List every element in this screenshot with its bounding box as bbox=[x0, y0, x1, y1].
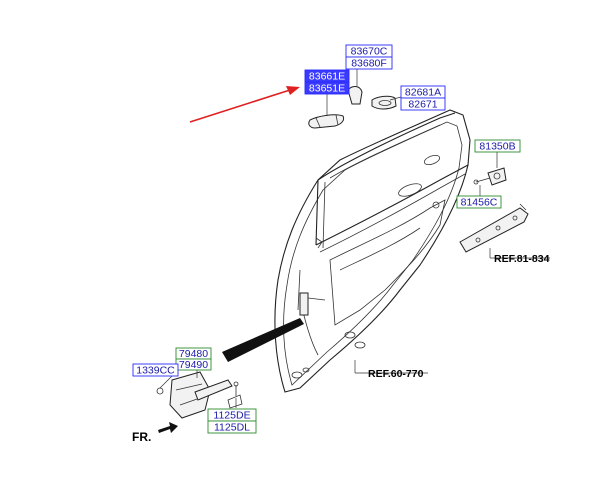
svg-text:81350B: 81350B bbox=[479, 141, 515, 153]
door-checker-part bbox=[156, 371, 243, 419]
front-direction-indicator: FR. bbox=[132, 422, 178, 444]
ref-81-834[interactable]: REF.81-834 bbox=[494, 253, 550, 265]
label-83651E[interactable]: 83651E bbox=[304, 81, 350, 95]
label-1339CC[interactable]: 1339CC bbox=[132, 363, 179, 377]
svg-text:REF.81-834: REF.81-834 bbox=[494, 253, 550, 265]
label-82671[interactable]: 82671 bbox=[400, 97, 446, 111]
red-pointer-arrow bbox=[189, 86, 300, 123]
label-79490[interactable]: 79490 bbox=[175, 358, 212, 371]
svg-text:81456C: 81456C bbox=[461, 197, 498, 209]
label-81456C[interactable]: 81456C bbox=[456, 195, 502, 209]
front-arrow-icon bbox=[158, 422, 178, 433]
svg-text:FR.: FR. bbox=[132, 430, 151, 444]
label-1125DL[interactable]: 1125DL bbox=[207, 420, 257, 434]
svg-text:82681A: 82681A bbox=[405, 87, 441, 99]
striker-part bbox=[473, 167, 507, 186]
svg-text:83661E: 83661E bbox=[309, 71, 345, 83]
door-latch-bracket-part bbox=[459, 203, 529, 253]
svg-text:1339CC: 1339CC bbox=[136, 365, 175, 377]
ref-60-770[interactable]: REF.60-770 bbox=[368, 368, 424, 380]
label-83661E[interactable]: 83661E bbox=[304, 69, 350, 83]
svg-text:79490: 79490 bbox=[179, 359, 208, 371]
label-83670C[interactable]: 83670C bbox=[345, 44, 393, 58]
label-83680F[interactable]: 83680F bbox=[345, 56, 393, 70]
rear-door-panel bbox=[274, 109, 471, 393]
svg-text:79480: 79480 bbox=[179, 348, 208, 360]
svg-text:82671: 82671 bbox=[408, 99, 437, 111]
label-79480[interactable]: 79480 bbox=[175, 347, 212, 360]
checker-link-wedge bbox=[222, 318, 304, 362]
handle-cap-part bbox=[347, 86, 363, 105]
svg-text:REF.60-770: REF.60-770 bbox=[368, 368, 424, 380]
svg-text:83670C: 83670C bbox=[351, 46, 388, 58]
svg-text:1125DE: 1125DE bbox=[213, 410, 250, 422]
svg-text:83651E: 83651E bbox=[309, 83, 345, 95]
label-1125DE[interactable]: 1125DE bbox=[207, 408, 257, 422]
outside-handle-part bbox=[308, 114, 345, 129]
svg-text:83680F: 83680F bbox=[351, 58, 387, 70]
inside-handle-part bbox=[371, 95, 397, 110]
label-82681A[interactable]: 82681A bbox=[400, 85, 446, 99]
label-81350B[interactable]: 81350B bbox=[474, 139, 521, 153]
svg-text:1125DL: 1125DL bbox=[214, 422, 250, 434]
